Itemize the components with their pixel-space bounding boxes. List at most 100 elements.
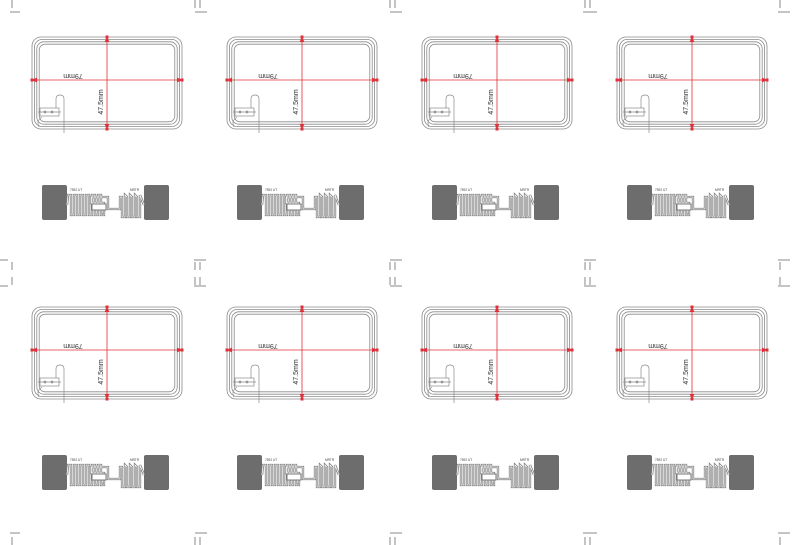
inlay-chip-label: 7592 UT bbox=[460, 188, 472, 192]
antenna-bridge bbox=[37, 364, 65, 403]
width-label: 79mm bbox=[453, 342, 473, 349]
antenna-pad-right bbox=[729, 185, 754, 220]
inlay-chip-label: 7592 UT bbox=[70, 458, 82, 462]
bridge-wire bbox=[640, 364, 650, 403]
inlay-chip-label: 7592 UT bbox=[655, 458, 667, 462]
height-label: 47.5mm bbox=[488, 89, 495, 114]
end-tick bbox=[180, 348, 184, 352]
inlay-center-mark: △ bbox=[297, 481, 300, 485]
end-tick bbox=[690, 127, 694, 131]
end-tick bbox=[180, 78, 184, 82]
height-label: 47.5mm bbox=[488, 359, 495, 384]
arrow-bottom bbox=[689, 124, 695, 129]
chip-loop bbox=[91, 203, 107, 211]
antenna-bridge bbox=[37, 94, 65, 133]
inlay-chip-label: 7592 UT bbox=[460, 458, 472, 462]
arrow-bottom bbox=[494, 124, 500, 129]
arrow-top bbox=[494, 37, 500, 42]
arrow-left bbox=[617, 77, 622, 83]
end-tick bbox=[690, 397, 694, 401]
via-dot bbox=[238, 110, 242, 114]
antenna-pad-right bbox=[729, 455, 754, 490]
chip-loop bbox=[481, 203, 497, 211]
bridge-wire bbox=[55, 364, 65, 403]
dimension-arrows bbox=[615, 35, 769, 131]
bridge-wire-lower bbox=[427, 116, 433, 128]
meander-trace-inner bbox=[261, 194, 340, 218]
meander-trace-inner bbox=[456, 464, 535, 488]
arrow-top bbox=[104, 37, 110, 42]
via-dot bbox=[245, 110, 249, 114]
arrow-left bbox=[32, 77, 37, 83]
arrow-bottom bbox=[104, 124, 110, 129]
via-dot bbox=[440, 380, 444, 384]
dimension-arrows bbox=[420, 305, 574, 401]
dimension-lines bbox=[422, 37, 572, 129]
antenna-bridge bbox=[232, 364, 260, 403]
end-tick bbox=[225, 78, 229, 82]
end-tick bbox=[420, 78, 424, 82]
inlay-center-mark: △ bbox=[492, 481, 495, 485]
dimension-lines bbox=[617, 37, 767, 129]
height-label: 47.5mm bbox=[683, 89, 690, 114]
via-dot bbox=[43, 110, 47, 114]
antenna-pad-right bbox=[144, 455, 169, 490]
antenna-bridge bbox=[427, 94, 455, 133]
end-tick bbox=[30, 348, 34, 352]
height-label: 47.5mm bbox=[98, 89, 105, 114]
width-label: 79mm bbox=[453, 72, 473, 79]
inlay-model-label: MRTR bbox=[325, 188, 335, 192]
via-dot bbox=[43, 380, 47, 384]
bridge-wire bbox=[250, 364, 260, 403]
end-tick bbox=[300, 397, 304, 401]
height-label: 47.5mm bbox=[683, 359, 690, 384]
inlay-model-label: MRTR bbox=[520, 188, 530, 192]
chip-loop bbox=[286, 473, 302, 481]
meander-trace-inner bbox=[651, 194, 730, 218]
width-label: 79mm bbox=[258, 342, 278, 349]
antenna-pad-left bbox=[42, 455, 67, 490]
end-tick bbox=[30, 78, 34, 82]
arrow-top bbox=[689, 37, 695, 42]
end-tick bbox=[300, 35, 304, 39]
end-tick bbox=[615, 78, 619, 82]
via-dot bbox=[238, 380, 242, 384]
bridge-wire bbox=[445, 364, 455, 403]
bridge-wire bbox=[445, 94, 455, 133]
arrow-bottom bbox=[299, 124, 305, 129]
end-tick bbox=[690, 305, 694, 309]
inlay-chip-label: 7592 UT bbox=[655, 188, 667, 192]
bridge-wire-lower bbox=[37, 116, 43, 128]
arrow-top bbox=[299, 307, 305, 312]
dimension-lines bbox=[227, 37, 377, 129]
end-tick bbox=[570, 78, 574, 82]
end-tick bbox=[765, 348, 769, 352]
meander-trace-inner bbox=[66, 194, 145, 218]
arrow-right bbox=[372, 347, 377, 353]
dimension-arrows bbox=[30, 305, 184, 401]
inlay-model-label: MRTR bbox=[130, 458, 140, 462]
antenna-bridge bbox=[622, 364, 650, 403]
arrow-top bbox=[104, 307, 110, 312]
antenna-pad-right bbox=[339, 185, 364, 220]
end-tick bbox=[375, 348, 379, 352]
antenna-pad-right bbox=[339, 455, 364, 490]
inlay-model-label: MRTR bbox=[520, 458, 530, 462]
via-dot bbox=[50, 110, 54, 114]
inlay-model-label: MRTR bbox=[715, 458, 725, 462]
via-dot bbox=[635, 110, 639, 114]
dimension-arrows bbox=[225, 305, 379, 401]
dimension-lines bbox=[32, 37, 182, 129]
antenna-pad-left bbox=[627, 455, 652, 490]
bridge-wire bbox=[640, 94, 650, 133]
meander-trace-inner bbox=[651, 464, 730, 488]
